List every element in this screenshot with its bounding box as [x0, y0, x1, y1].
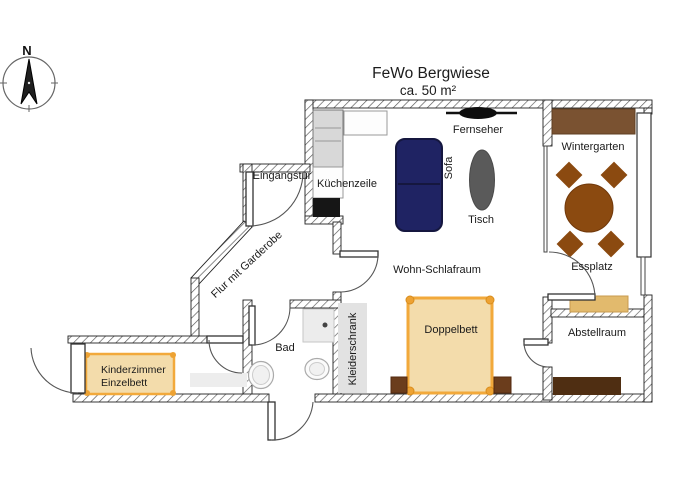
label-wardrobe: Kleiderschrank — [347, 312, 359, 385]
shower-drain — [322, 322, 328, 328]
door-leaf-entrance — [245, 171, 254, 227]
door-leaf-bath — [248, 305, 256, 346]
door-leaf-kids-exterior — [70, 343, 86, 394]
wall-segment — [67, 335, 210, 344]
door-swing-kids-exterior — [30, 347, 79, 394]
label-hallway: Flur mit Garderobe — [209, 229, 285, 301]
windows — [636, 112, 652, 296]
toilet-bowl — [309, 362, 325, 376]
compass: N — [0, 43, 58, 112]
door-swing-bath — [251, 306, 291, 346]
door-swing-terrace — [270, 401, 314, 441]
kitchen-appliance — [313, 198, 340, 217]
label-wintergarten: Wintergarten — [562, 141, 625, 153]
wardrobe-cabinet — [338, 303, 367, 393]
wall-segment — [314, 393, 653, 403]
door-leaf-terrace — [267, 401, 276, 441]
bed-post — [170, 352, 176, 358]
bed-post — [485, 295, 495, 305]
nightstand — [390, 376, 408, 394]
page-subtitle: ca. 50 m² — [400, 83, 457, 98]
label-single-bed: Einzelbett — [101, 377, 147, 389]
door-leaf-kids-room — [206, 335, 244, 344]
kids-room-furniture — [84, 352, 247, 396]
label-living-room: Wohn-Schlafraum — [393, 264, 481, 276]
coffee-table — [469, 149, 495, 211]
label-dining: Essplatz — [571, 261, 613, 273]
double-bed — [406, 296, 494, 395]
door-swing-dining — [548, 251, 596, 298]
bed-post — [405, 295, 415, 305]
window — [640, 256, 646, 296]
door-swing-kids-room — [208, 339, 243, 374]
door-leaf-dining — [547, 293, 596, 301]
bed-post — [485, 386, 495, 396]
door-swing-storage — [523, 341, 549, 368]
nightstand — [493, 376, 512, 394]
door-swing-entrance — [249, 171, 304, 227]
living-room-furniture — [338, 107, 517, 396]
dining-table — [564, 183, 614, 233]
glass-partition — [543, 145, 548, 253]
kitchen-counter — [343, 110, 388, 136]
label-entrance: Eingangstür — [253, 170, 312, 182]
wall-segment — [542, 99, 553, 147]
label-kids-room: Kinderzimmer — [101, 364, 166, 376]
label-kitchen: Küchenzeile — [317, 178, 377, 190]
label-storage: Abstellraum — [568, 327, 626, 339]
compass-center-dot — [27, 81, 31, 85]
kitchen-unit — [312, 109, 388, 217]
wall-segment — [643, 294, 653, 403]
label-bathroom: Bad — [275, 342, 295, 354]
page-title: FeWo Bergwiese — [372, 65, 490, 82]
storage-shelf — [553, 377, 621, 395]
kitchen-counter — [312, 166, 344, 199]
door-leaf-living — [339, 250, 379, 258]
bed-post — [170, 390, 176, 396]
door-swing-living — [340, 255, 379, 293]
floor-mat — [190, 373, 247, 387]
doors — [30, 171, 596, 441]
window — [636, 112, 652, 258]
label-sofa: Sofa — [443, 156, 455, 180]
bathroom-fixtures — [247, 308, 335, 390]
wall-segment — [190, 277, 200, 341]
label-double-bed: Doppelbett — [424, 324, 477, 336]
shower — [302, 308, 335, 343]
single-bed — [84, 352, 176, 396]
sideboard — [551, 108, 636, 135]
sink-basin — [252, 365, 270, 385]
tv — [459, 107, 497, 119]
label-table: Tisch — [468, 214, 494, 226]
wall-segment — [304, 99, 314, 219]
wall-segment — [542, 296, 553, 344]
label-tv: Fernseher — [453, 124, 503, 136]
wall-segment — [332, 221, 342, 255]
chair — [600, 161, 628, 189]
chair — [597, 230, 625, 258]
wall-segment — [239, 163, 311, 173]
kitchen-tall-cabinet — [312, 109, 344, 168]
wall-segment — [304, 99, 653, 109]
compass-north-label: N — [22, 43, 31, 58]
wall-segment — [289, 299, 342, 309]
north-arrow-icon — [20, 58, 38, 105]
wall-segment — [542, 366, 553, 401]
door-leaf-storage — [523, 338, 549, 346]
chair — [555, 161, 583, 189]
